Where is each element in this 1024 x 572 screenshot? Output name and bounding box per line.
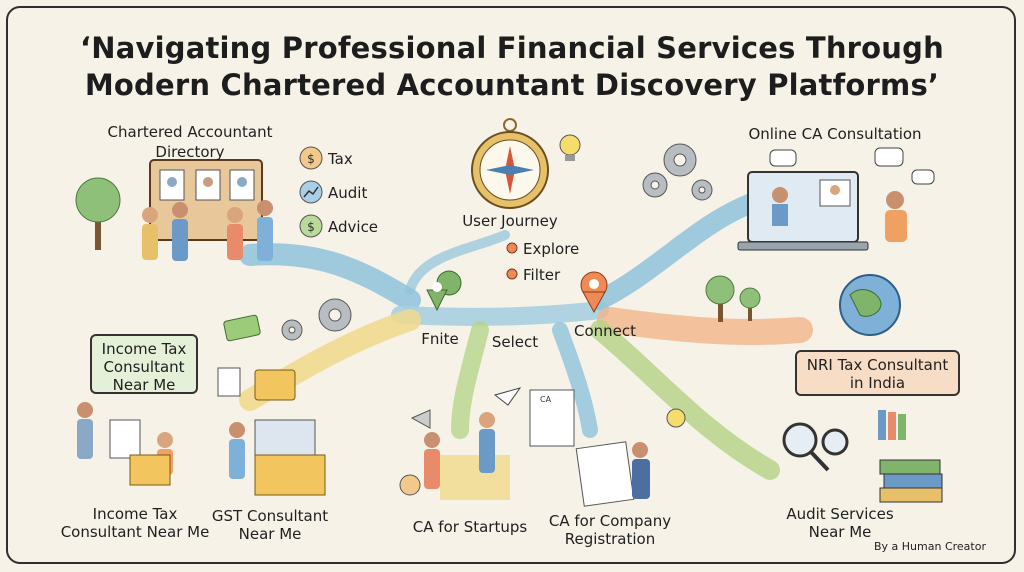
online-consultation-label: Online CA Consultation	[748, 125, 922, 143]
megaphone-icon	[410, 409, 431, 429]
globe-icon	[839, 274, 901, 336]
svg-text:$: $	[307, 152, 315, 166]
path-from-compass	[405, 230, 510, 295]
income-bottom-line-1: Income Tax	[92, 505, 178, 523]
path-directory-to-journey	[239, 243, 421, 311]
income-box-line-2: Consultant	[103, 358, 185, 376]
income-box-line-1: Income Tax	[101, 340, 187, 358]
path-to-company	[552, 322, 598, 438]
directory-people	[142, 200, 273, 261]
gst-folders	[229, 419, 326, 496]
path-to-audit	[590, 320, 780, 480]
tax-icon: $	[299, 146, 323, 170]
company-line-1: CA for Company	[548, 512, 672, 530]
audit-line-1: Audit Services	[786, 505, 894, 523]
income-tax-box: Income Tax Consultant Near Me	[90, 334, 198, 394]
magnifier-icon	[782, 422, 849, 472]
directory-heading-line-1: Chartered Accountant	[107, 123, 273, 141]
books-icon	[878, 410, 943, 503]
path-journey-center	[391, 301, 609, 326]
svg-text:$: $	[307, 220, 315, 234]
title-line-1: ‘Navigating Professional Financial Servi…	[80, 31, 944, 65]
path-to-startups	[451, 321, 489, 439]
tag-audit: Audit	[328, 184, 368, 202]
journey-heading: User Journey	[462, 212, 558, 230]
journey-step-explore: Explore	[523, 240, 580, 258]
flow-paths	[239, 190, 813, 480]
audit-line-2: Near Me	[808, 523, 872, 541]
money-icon	[223, 314, 261, 342]
directory-heading-line-2: Directory	[155, 143, 225, 161]
startups-label: CA for Startups	[412, 518, 528, 536]
advice-icon: $	[299, 214, 323, 238]
journey-step-dots	[506, 242, 518, 280]
folder-icon	[217, 367, 296, 401]
directory-board	[149, 159, 263, 241]
directory-tree	[75, 177, 121, 250]
title-line-2: Modern Chartered Accountant Discovery Pl…	[84, 68, 940, 102]
illustration-frame	[6, 6, 1016, 564]
journey-select: Select	[491, 333, 539, 351]
path-to-nri	[597, 307, 813, 345]
chat-bubble-icon	[769, 147, 935, 185]
gst-line-1: GST Consultant	[211, 507, 329, 525]
gear-icon	[281, 143, 713, 341]
laptop-consultation	[737, 171, 869, 251]
tag-advice: Advice	[328, 218, 379, 236]
connect-pin-icon	[580, 271, 608, 314]
svg-text:CA: CA	[540, 395, 552, 404]
journey-step-filter: Filter	[523, 266, 561, 284]
path-to-online	[590, 190, 770, 310]
nri-line-1: NRI Tax Consultant	[806, 356, 949, 374]
audit-icon	[299, 180, 323, 204]
company-docs: CA	[529, 389, 686, 507]
nri-line-2: in India	[849, 374, 906, 392]
nri-trees	[705, 275, 761, 322]
compass-icon	[471, 118, 549, 209]
company-line-2: Registration	[564, 530, 656, 548]
find-pin-icon	[426, 270, 462, 312]
lightbulb-icon	[559, 134, 581, 161]
nri-tax-box: NRI Tax Consultant in India	[795, 350, 960, 396]
tag-tax: Tax	[328, 150, 353, 168]
creator-credit: By a Human Creator	[874, 540, 986, 553]
journey-find: Fnite	[421, 330, 459, 348]
income-bottom-line-2: Consultant Near Me	[60, 523, 210, 541]
income-tax-people	[77, 402, 173, 486]
consultant-person	[885, 191, 907, 242]
startup-people	[399, 387, 522, 500]
journey-connect: Connect	[573, 322, 637, 340]
gst-line-2: Near Me	[238, 525, 302, 543]
income-box-line-3: Near Me	[112, 376, 176, 394]
